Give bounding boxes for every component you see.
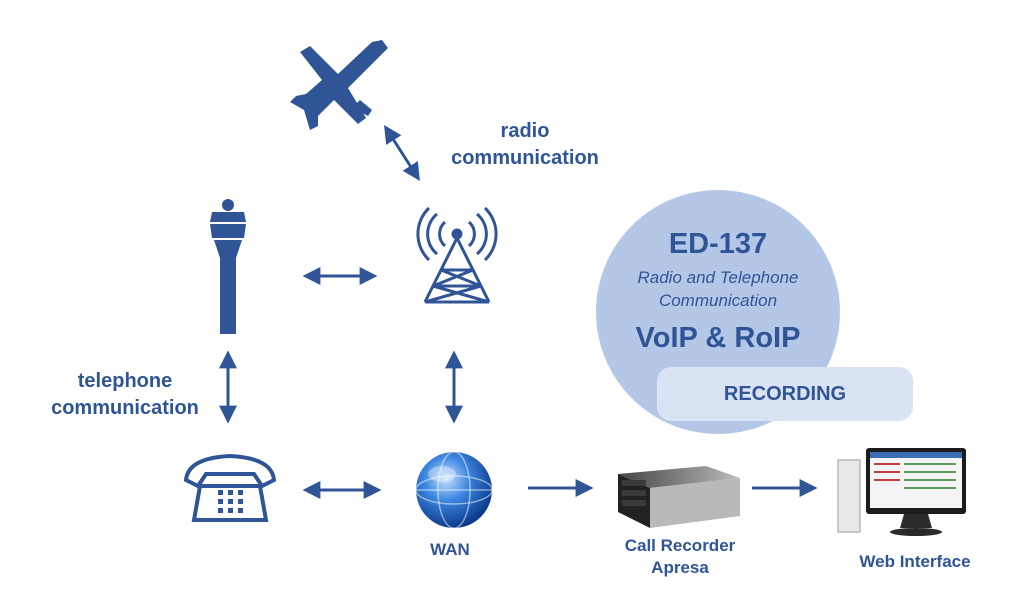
circle-subtitle-line1: Radio and Telephone — [637, 268, 799, 287]
arrow-airplane-tower — [384, 124, 420, 182]
recorder-label-line1: Call Recorder — [624, 536, 736, 555]
telephone-communication-label: telephone communication — [30, 368, 220, 422]
telephone-keypad — [218, 490, 243, 513]
circle-subtitle-line2: Communication — [658, 291, 778, 310]
recorder-label-line2: Apresa — [651, 558, 709, 577]
radio-tower-icon — [416, 206, 498, 304]
telephone-label-line1: telephone — [77, 370, 173, 392]
radio-label-line2: communication — [451, 147, 599, 169]
arrows — [219, 124, 818, 499]
server-icon — [618, 466, 740, 528]
web-interface-label: Web Interface — [859, 552, 971, 571]
computer-icon — [837, 448, 966, 536]
circle-subtitle: Radio and Telephone Communication — [596, 266, 840, 312]
radio-communication-label: radio communication — [425, 118, 625, 172]
globe-icon — [415, 451, 493, 529]
circle-voip: VoIP & RoIP — [635, 322, 801, 354]
wan-label: WAN — [430, 540, 470, 559]
circle-title: ED-137 — [668, 228, 768, 260]
telephone-label-line2: communication — [51, 397, 199, 419]
radio-label-line1: radio — [500, 120, 550, 142]
airplane-icon — [290, 40, 388, 130]
call-recorder-label: Call Recorder Apresa — [590, 535, 770, 579]
control-tower-icon — [210, 199, 246, 334]
recording-box: RECORDING — [657, 367, 913, 421]
